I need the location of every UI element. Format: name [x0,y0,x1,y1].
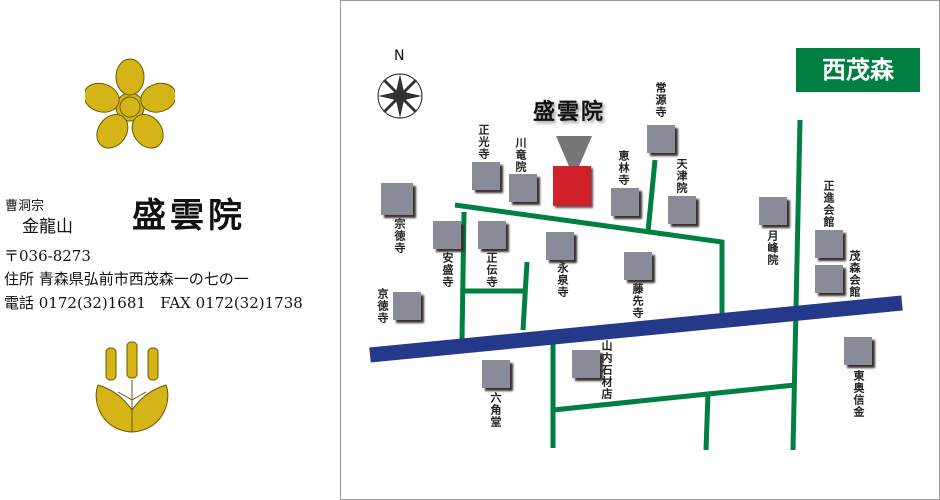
building-jogenji [647,125,675,153]
label-geppoin: 月峰院 [766,230,779,266]
building-shokoji [472,162,500,190]
upper-crest-icon [85,58,175,149]
address-line: 住所 青森県弘前市西茂森一の七の一 [4,268,249,289]
building-eisenji [546,232,574,260]
building-tosenji [624,252,652,280]
label-yamauchi: 山内石材店 [600,340,613,400]
building-anseiji [433,221,461,249]
building-yamauchi [572,350,600,378]
label-eisenji: 永泉寺 [556,262,569,298]
lower-paulownia-crest-icon [95,341,169,433]
building-rokkakudo [482,360,510,388]
building-geppoin [759,197,787,225]
label-anseiji: 安盛寺 [441,252,454,288]
label-shoshin-kaikan: 正進会館 [822,180,835,228]
building-shigemori-kaikan [815,265,843,293]
road [703,392,711,451]
target-building[interactable] [553,166,591,206]
building-toonet [844,337,872,365]
label-shodenji: 正伝寺 [485,252,498,288]
label-kyotokuji: 京徳寺 [376,288,389,324]
building-tenshinin [668,196,696,224]
label-shigemori-kaikan: 茂森会館 [848,250,861,298]
building-soutokuji [381,183,413,215]
building-kyotokuji [393,292,421,320]
label-shokoji: 正光寺 [477,124,490,160]
phone-label: 電話 [4,294,35,312]
compass-icon [377,73,423,119]
building-shoshin-kaikan [815,230,843,258]
label-senryuin: 川竜院 [514,137,527,173]
district-label: 西茂森 [796,48,920,92]
address-label: 住所 [4,270,35,288]
contact-line: 電話 0172(32)1681 FAX 0172(32)1738 [4,292,303,313]
building-erinji [611,188,639,216]
label-tosenji: 藤先寺 [631,283,644,319]
main-road [369,295,903,363]
sect-name: 曹洞宗 [5,199,45,214]
road [790,119,803,451]
phone: 0172(32)1681 [38,294,146,312]
postal-code: 〒036-8273 [4,247,91,265]
road [645,159,658,233]
label-toonet: 東奥信金 [852,370,865,418]
compass-north-label: N [394,48,405,64]
building-shodenji [478,221,506,249]
building-senryuin [509,174,537,202]
mountain-name: 金龍山 [22,217,73,237]
label-tenshinin: 天津院 [675,158,688,194]
road [520,261,530,331]
fax: 0172(32)1738 [195,294,303,312]
address: 青森県弘前市西茂森一の七の一 [38,270,249,288]
road [454,202,725,316]
road [459,211,467,341]
road [552,382,796,413]
temple-name: 盛雲院 [132,196,246,236]
label-jogenji: 常源寺 [654,82,667,118]
label-erinji: 恵林寺 [617,150,630,186]
label-soutokuji: 宗徳寺 [393,218,406,254]
label-rokkakudo: 六角堂 [489,392,502,428]
fax-label: FAX [160,294,191,312]
target-title: 盛雲院 [533,99,606,125]
target-pointer-icon [556,136,592,178]
